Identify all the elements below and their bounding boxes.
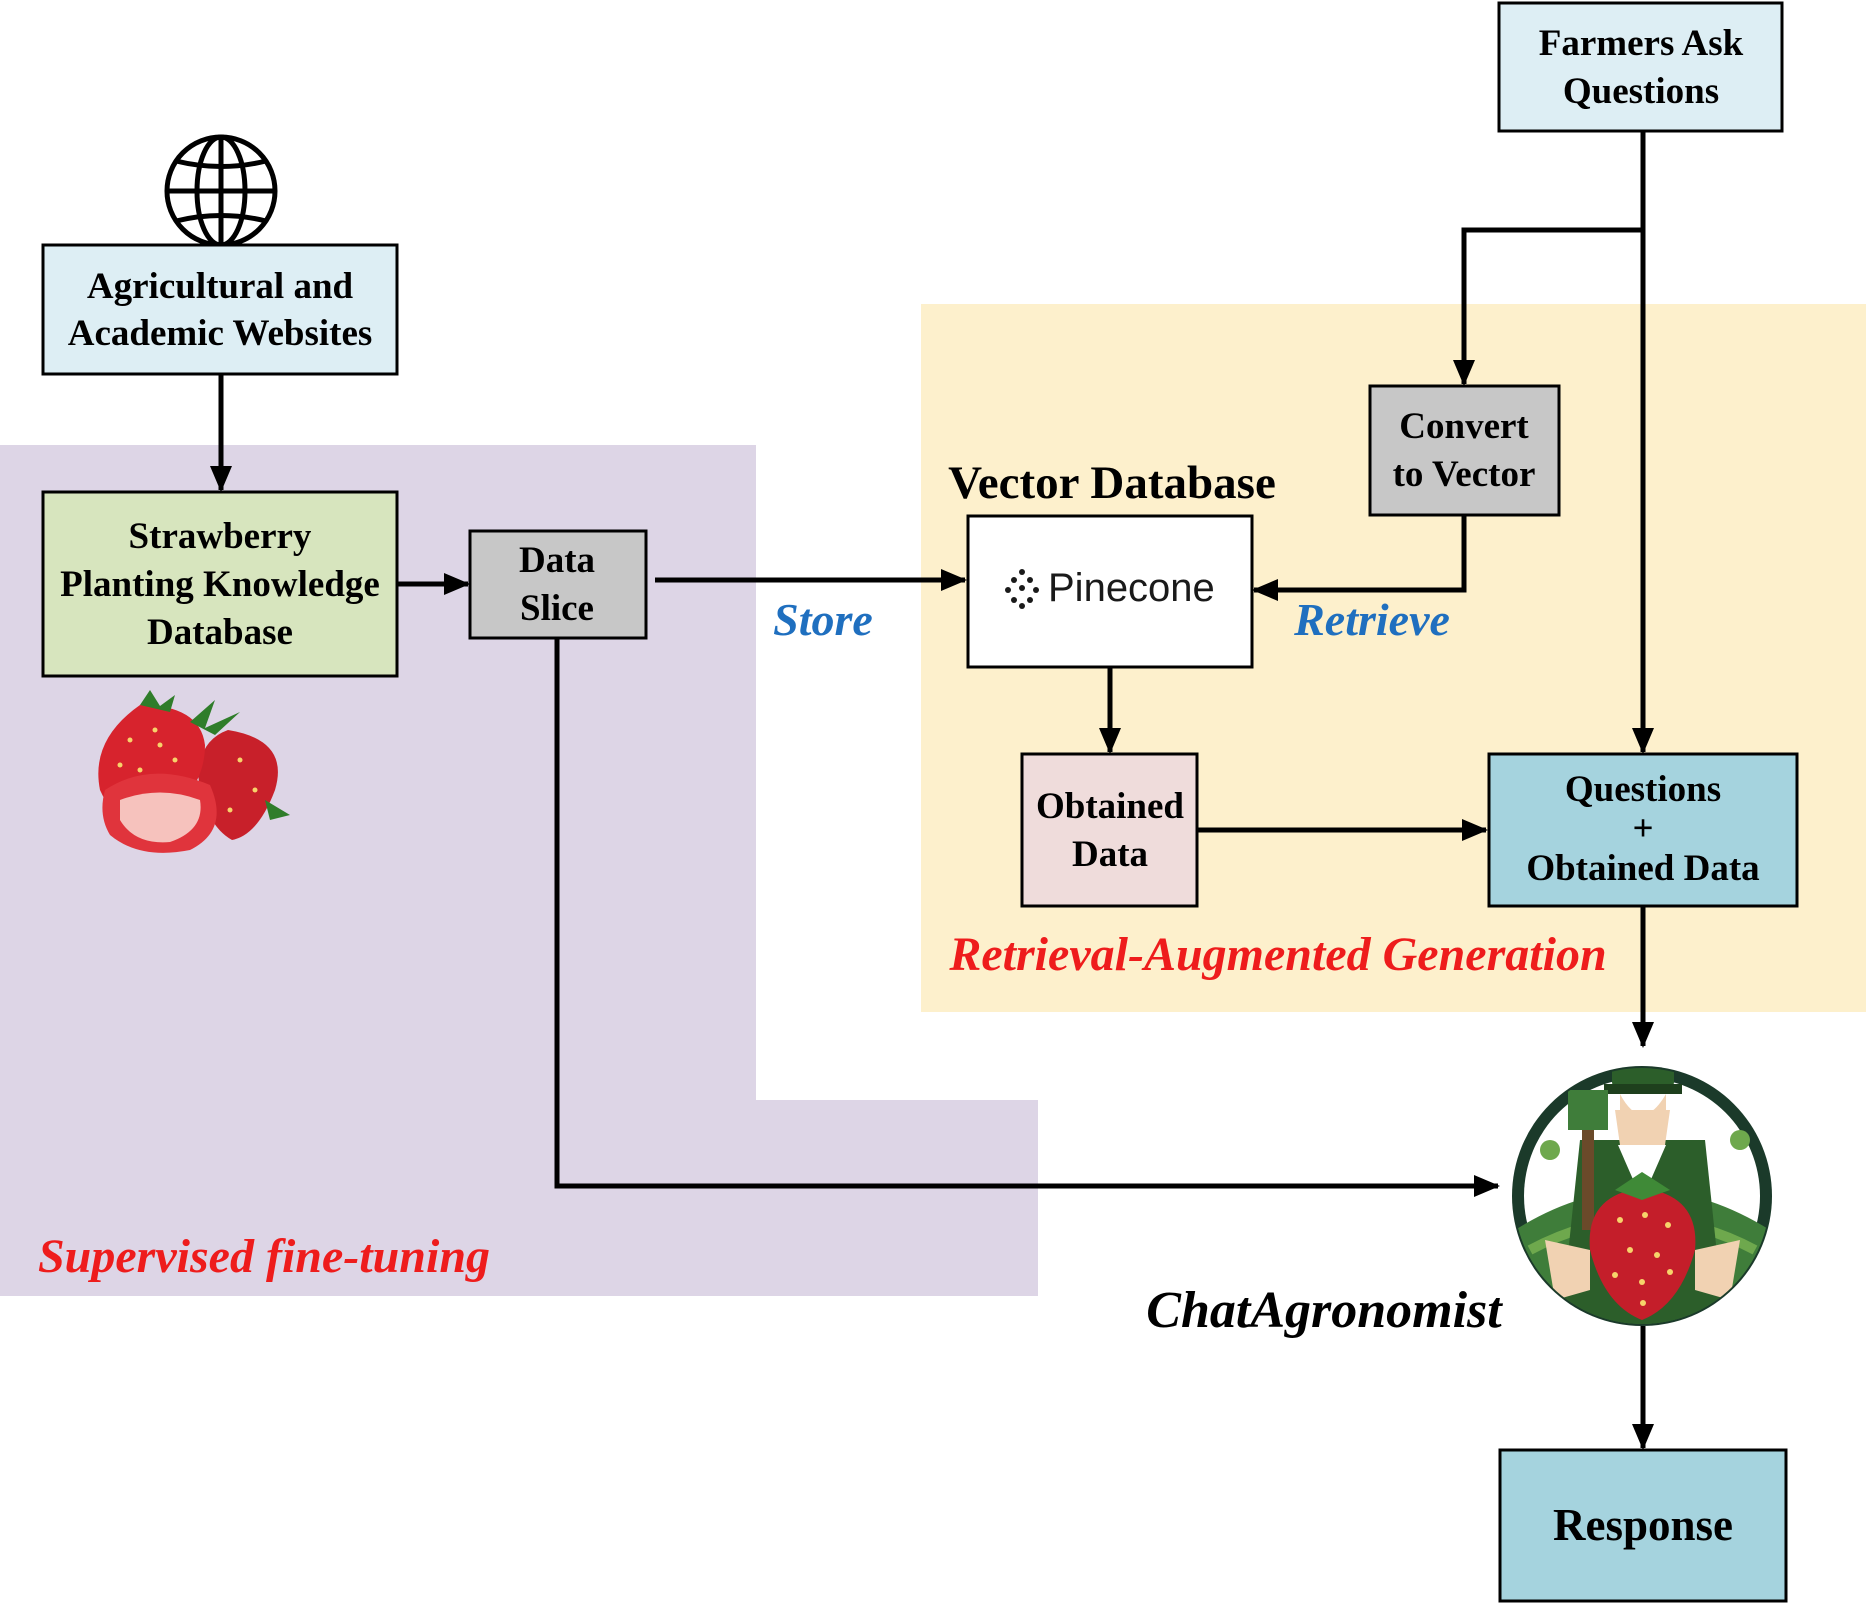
edge-sft-to-model xyxy=(554,638,1500,1197)
websites-line-2: Academic Websites xyxy=(68,313,373,354)
store-label: Store xyxy=(773,594,873,645)
strawberry-db-node: Strawberry Planting Knowledge Database xyxy=(41,490,399,678)
obtained-data-node: Obtained Data xyxy=(1020,752,1199,908)
farmer-avatar-icon xyxy=(1512,1066,1772,1326)
strawberry-db-line-1: Strawberry xyxy=(129,516,312,557)
websites-node: Agricultural and Academic Websites xyxy=(41,243,399,376)
sft-region-label: Supervised fine-tuning xyxy=(38,1230,490,1283)
websites-line-1: Agricultural and xyxy=(87,266,354,307)
convert-vector-line-1: Convert xyxy=(1399,406,1529,447)
convert-vector-node: Convert to Vector xyxy=(1368,384,1561,517)
strawberry-icon xyxy=(98,690,290,853)
retrieve-label: Retrieve xyxy=(1293,594,1450,645)
response-node: Response xyxy=(1498,1448,1788,1603)
globe-icon xyxy=(164,134,278,248)
farmers-ask-line-2: Questions xyxy=(1563,71,1719,112)
obtained-data-line-2: Data xyxy=(1072,834,1148,875)
questions-plus-line-2: + xyxy=(1632,808,1653,849)
rag-region-label: Retrieval-Augmented Generation xyxy=(948,928,1606,981)
questions-plus-node: Questions + Obtained Data xyxy=(1487,752,1799,908)
pinecone-logo-icon xyxy=(1005,569,1039,609)
strawberry-db-line-2: Planting Knowledge xyxy=(60,564,380,605)
farmers-ask-line-1: Farmers Ask xyxy=(1539,23,1744,64)
data-slice-line-2: Slice xyxy=(520,588,594,629)
data-slice-line-1: Data xyxy=(519,540,595,581)
edges xyxy=(210,132,1654,1450)
response-label: Response xyxy=(1553,1500,1733,1550)
questions-plus-line-1: Questions xyxy=(1565,769,1721,810)
vector-db-title: Vector Database xyxy=(948,457,1276,509)
chat-agronomist-label: ChatAgronomist xyxy=(1146,1282,1503,1339)
farmers-ask-node: Farmers Ask Questions xyxy=(1497,1,1784,133)
pinecone-logo-text: Pinecone xyxy=(1048,566,1215,610)
strawberry-db-line-3: Database xyxy=(147,612,293,653)
questions-plus-line-3: Obtained Data xyxy=(1526,848,1759,889)
data-slice-node: Data Slice xyxy=(468,529,648,640)
pinecone-node: Pinecone xyxy=(966,514,1254,669)
obtained-data-line-1: Obtained xyxy=(1036,786,1184,827)
convert-vector-line-2: to Vector xyxy=(1393,454,1536,495)
edge-retrieve xyxy=(1252,516,1467,601)
